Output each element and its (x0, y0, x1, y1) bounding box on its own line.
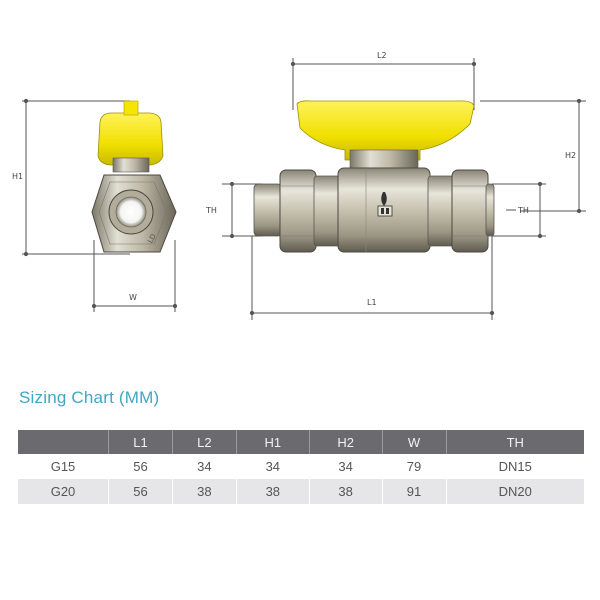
table-cell: 38 (309, 479, 383, 504)
w-dimension (91, 240, 178, 312)
l1-dimension (249, 236, 495, 320)
table-cell: G15 (18, 454, 109, 479)
header-cell: L1 (109, 430, 173, 454)
table-cell: 79 (382, 454, 447, 479)
table-header-row: L1 L2 H1 H2 W TH (18, 430, 584, 454)
table-cell: 56 (109, 454, 173, 479)
flame-mark (377, 192, 393, 217)
w-label: W (129, 293, 137, 302)
table-cell: G20 (18, 479, 109, 504)
table-row: G20 56 38 38 38 91 DN20 (18, 479, 584, 504)
table-cell: 38 (172, 479, 237, 504)
header-cell: H2 (309, 430, 383, 454)
sizing-table: L1 L2 H1 H2 W TH G15 56 34 34 34 79 DN15… (18, 430, 584, 504)
table-cell: DN20 (446, 479, 584, 504)
l2-dimension (290, 58, 477, 110)
stem (349, 149, 419, 171)
header-cell: L2 (172, 430, 237, 454)
right-tail (485, 183, 495, 237)
header-cell: H1 (236, 430, 310, 454)
left-tail (253, 183, 283, 237)
table-cell: 91 (382, 479, 447, 504)
table-row: G15 56 34 34 34 79 DN15 (18, 454, 584, 479)
table-cell: 34 (236, 454, 310, 479)
h1-dimension (22, 98, 130, 257)
table-cell: 56 (109, 479, 173, 504)
sizing-chart-title: Sizing Chart (MM) (19, 388, 160, 407)
h2-label: H2 (565, 151, 576, 160)
side-handle (97, 112, 164, 166)
h2-dimension (480, 98, 586, 214)
th-left-label: TH (205, 206, 217, 215)
table-cell: 34 (309, 454, 383, 479)
h1-label: H1 (12, 172, 23, 181)
right-nut (451, 169, 489, 253)
valve-technical-drawing: H1 W LD L2 (12, 51, 586, 320)
th-left-dimension (222, 181, 262, 239)
table-cell: DN15 (446, 454, 584, 479)
header-cell (18, 430, 109, 454)
front-handle (296, 100, 475, 161)
th-right-dimension (492, 181, 546, 239)
th-right-label: TH (517, 206, 529, 215)
svg-text:LD: LD (146, 233, 158, 245)
l2-label: L2 (377, 51, 387, 60)
header-cell: W (382, 430, 447, 454)
valve-side-view: H1 W LD (12, 98, 178, 312)
header-cell: TH (446, 430, 584, 454)
left-nut (279, 169, 317, 253)
table-cell: 34 (172, 454, 237, 479)
valve-front-view: L2 H2 TH TH (205, 51, 586, 320)
table-cell: 38 (236, 479, 310, 504)
l1-label: L1 (367, 298, 377, 307)
